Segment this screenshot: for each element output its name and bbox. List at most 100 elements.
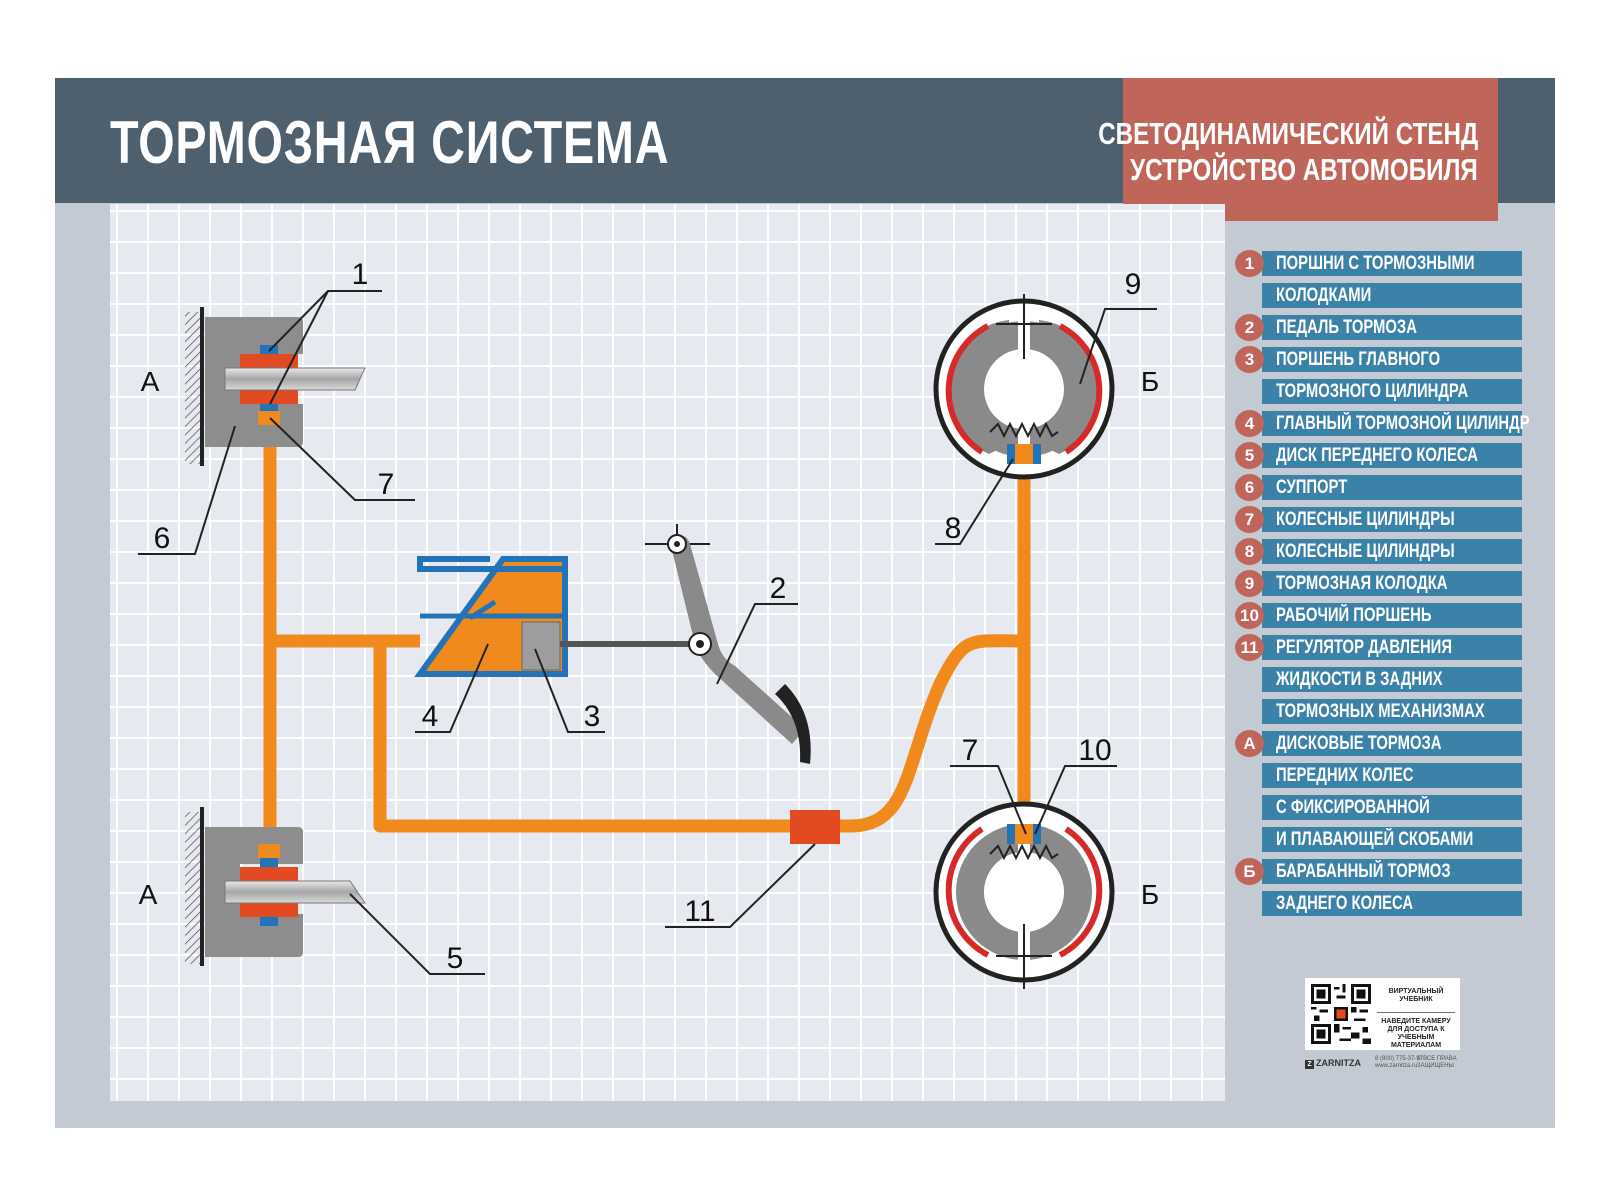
- leader-6: [138, 425, 236, 555]
- legend-item: КОЛОДКАМИ: [1235, 283, 1550, 308]
- qr-caption-1: ВИРТУАЛЬНЫЙ УЧЕБНИК: [1388, 988, 1444, 1003]
- return-spring: [989, 421, 1059, 439]
- legend-label: СУППОРТ: [1276, 477, 1348, 498]
- brake-disc-top: [224, 367, 366, 391]
- leader-10: [1034, 765, 1117, 835]
- legend-label: ПЕРЕДНИХ КОЛЕС: [1276, 765, 1414, 786]
- callout-11: 11: [684, 895, 715, 928]
- leader-lines: [138, 290, 1157, 975]
- master-cylinder: [414, 556, 700, 677]
- legend-item: РАБОЧИЙ ПОРШЕНЬ 10: [1235, 602, 1550, 629]
- caliper-front-top: [185, 307, 366, 466]
- leader-7a: [269, 417, 415, 501]
- piston-blue-top: [260, 345, 278, 354]
- piston-blue-bottom: [260, 917, 278, 926]
- caliper-front-bottom: [185, 807, 366, 966]
- legend-label: ТОРМОЗНАЯ КОЛОДКА: [1276, 573, 1448, 594]
- callout-9: 9: [1125, 268, 1142, 301]
- contacts: 8 (800) 775-37-97 www.zarnitza.ru: [1375, 1056, 1424, 1069]
- leader-7b: [950, 765, 1027, 835]
- callout-7a: 7: [378, 468, 395, 501]
- callout-1: 1: [352, 258, 369, 291]
- piston-pad-top: [240, 867, 298, 881]
- page-title: ТОРМОЗНАЯ СИСТЕМА: [110, 109, 670, 176]
- piston-pad-bottom: [240, 390, 298, 404]
- brand-icon: Z: [1305, 1060, 1314, 1069]
- legend-bar: РАБОЧИЙ ПОРШЕНЬ: [1262, 603, 1522, 628]
- legend-bar: СУППОРТ: [1262, 475, 1522, 500]
- mount-hatch: [185, 812, 202, 964]
- brand-name: ZARNITZA: [1316, 1058, 1361, 1068]
- legend-marker: 2: [1235, 314, 1264, 341]
- legend-item: ТОРМОЗНОГО ЦИЛИНДРА: [1235, 379, 1550, 404]
- caliper-body: [205, 827, 303, 957]
- diagram-panel: 1 2 3 4 5 6 7 7 8 9 10 11 А А Б Б: [110, 204, 1225, 1101]
- pressure-regulator: [790, 810, 840, 844]
- piston-pad-bottom: [240, 903, 298, 917]
- legend-label: БАРАБАННЫЙ ТОРМОЗ: [1276, 861, 1451, 882]
- legend-marker: 4: [1235, 410, 1264, 437]
- leader-8: [935, 458, 1014, 545]
- lining-left: [945, 323, 990, 455]
- drum-brake-rear-top: [933, 294, 1115, 480]
- piston-pad-top: [240, 354, 298, 368]
- leader-4: [415, 643, 489, 733]
- return-spring: [989, 843, 1059, 861]
- legend-marker: 10: [1235, 602, 1264, 629]
- drum-brake-rear-bottom: [933, 801, 1115, 989]
- legend-label: ГЛАВНЫЙ ТОРМОЗНОЙ ЦИЛИНДР: [1276, 413, 1530, 434]
- label-a-bottom: А: [139, 879, 158, 910]
- callout-2: 2: [770, 572, 787, 605]
- legend-label: КОЛЕСНЫЕ ЦИЛИНДРЫ: [1276, 509, 1455, 530]
- legend-bar: И ПЛАВАЮЩЕЙ СКОБАМИ: [1262, 827, 1522, 852]
- legend-item: ТОРМОЗНЫХ МЕХАНИЗМАХ: [1235, 699, 1550, 724]
- reservoir-neck: [417, 556, 568, 572]
- wheel-cylinder-8-core: [1015, 444, 1033, 464]
- legend-bar: ПОРШЕНЬ ГЛАВНОГО: [1262, 347, 1522, 372]
- legend-label: РАБОЧИЙ ПОРШЕНЬ: [1276, 605, 1432, 626]
- piston-rod: [560, 641, 700, 647]
- legend-bar: ПОРШНИ С ТОРМОЗНЫМИ: [1262, 251, 1522, 276]
- brake-system-diagram: 1 2 3 4 5 6 7 7 8 9 10 11 А А Б Б: [138, 258, 1159, 989]
- legend-label: ТОРМОЗНОГО ЦИЛИНДРА: [1276, 381, 1469, 402]
- brake-pedal: [645, 524, 811, 764]
- legend-bar: БАРАБАННЫЙ ТОРМОЗ: [1262, 859, 1522, 884]
- legend-label: ПОРШНИ С ТОРМОЗНЫМИ: [1276, 253, 1475, 274]
- qr-divider: [1377, 1012, 1455, 1013]
- legend-marker: 3: [1235, 346, 1264, 373]
- legend-label: ЖИДКОСТИ В ЗАДНИХ: [1276, 669, 1443, 690]
- brake-disc-bottom: [224, 880, 366, 904]
- legend-label: ДИСКОВЫЕ ТОРМОЗА: [1276, 733, 1442, 754]
- legend-bar: ТОРМОЗНОГО ЦИЛИНДРА: [1262, 379, 1522, 404]
- qr-card[interactable]: ВИРТУАЛЬНЫЙ УЧЕБНИК НАВЕДИТЕ КАМЕРУ ДЛЯ …: [1305, 978, 1460, 1050]
- qr-caption-2: НАВЕДИТЕ КАМЕРУ ДЛЯ ДОСТУПА К УЧЕБНЫМ МА…: [1381, 1018, 1451, 1049]
- legend-label: С ФИКСИРОВАННОЙ: [1276, 797, 1430, 818]
- shoe-body: [956, 824, 1092, 960]
- callout-5: 5: [447, 942, 464, 975]
- leader-3: [534, 648, 605, 733]
- legend-marker: 6: [1235, 474, 1264, 501]
- callout-6: 6: [154, 522, 171, 555]
- legend-marker: 5: [1235, 442, 1264, 469]
- piston-blue-top: [260, 858, 278, 867]
- qr-code-icon: [1311, 984, 1371, 1044]
- lining-right: [1058, 323, 1103, 455]
- leader-2: [716, 603, 798, 685]
- legend-bar: ДИСК ПЕРЕДНЕГО КОЛЕСА: [1262, 443, 1522, 468]
- legend-bar: ЖИДКОСТИ В ЗАДНИХ: [1262, 667, 1522, 692]
- subtitle-box: СВЕТОДИНАМИЧЕСКИЙ СТЕНД УСТРОЙСТВО АВТОМ…: [1098, 78, 1498, 221]
- legend-marker: 11: [1235, 634, 1264, 661]
- pedal-foot-pad: [775, 684, 811, 764]
- legend-label: КОЛЕСНЫЕ ЦИЛИНДРЫ: [1276, 541, 1455, 562]
- legend-bar: ТОРМОЗНЫХ МЕХАНИЗМАХ: [1262, 699, 1522, 724]
- label-a-top: А: [141, 366, 160, 397]
- copyright: © ВСЕ ПРАВА ЗАЩИЩЕНЫ: [1417, 1056, 1457, 1069]
- legend-item: ПЕРЕДНИХ КОЛЕС: [1235, 763, 1550, 788]
